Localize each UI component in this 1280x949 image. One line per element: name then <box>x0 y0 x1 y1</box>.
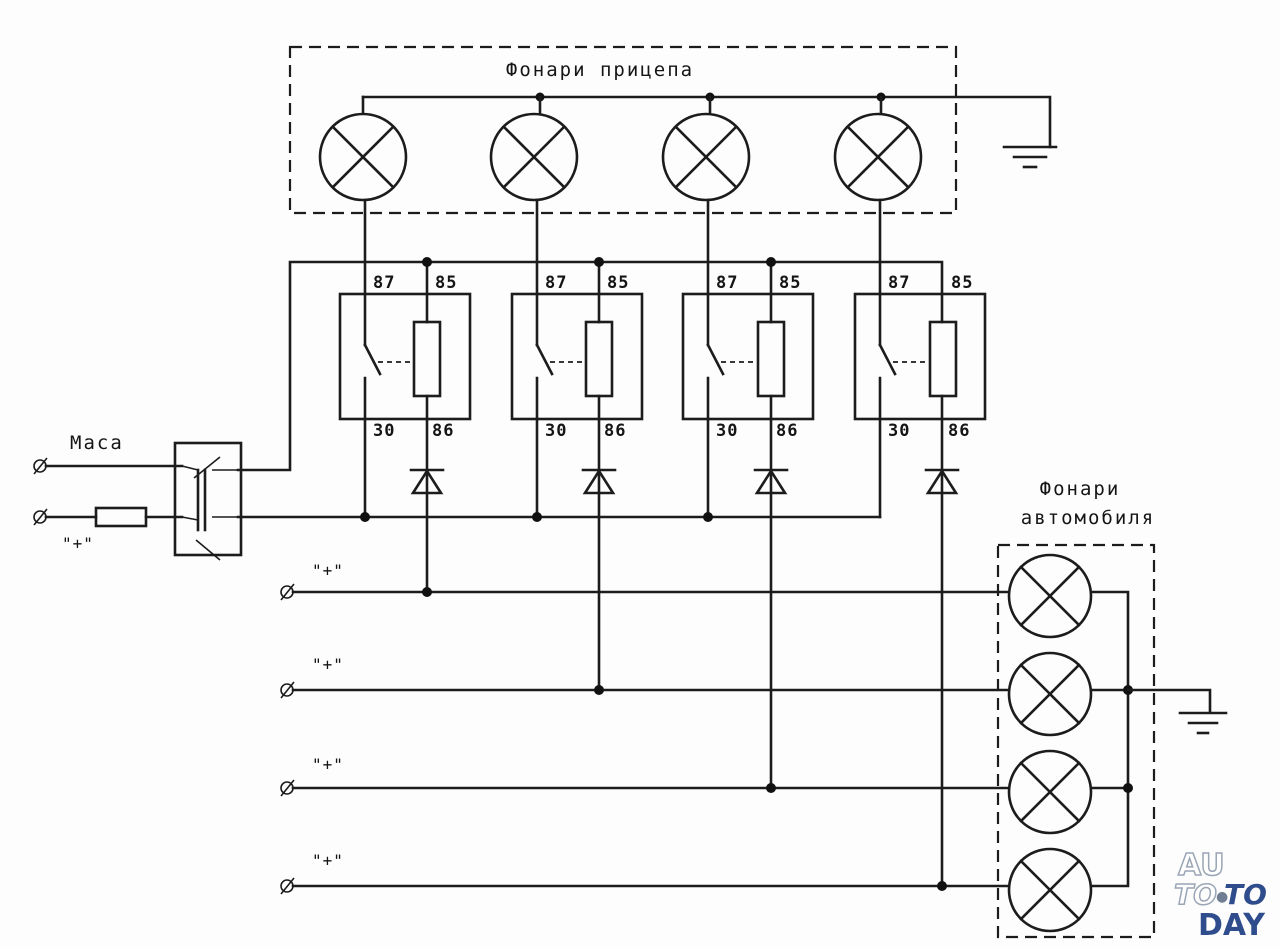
relay-1: 87 85 30 86 <box>338 273 472 594</box>
relay-4-pin-30: 30 <box>888 421 910 441</box>
input-line-4: "+" <box>280 851 1010 895</box>
trailer-lamp-2 <box>489 95 579 202</box>
trailer-lamp-3 <box>661 95 751 202</box>
trailer-lamp-4 <box>833 95 923 202</box>
car-lamp-2 <box>1007 651 1093 737</box>
autotoday-logo: AU TO ● TO DAY <box>1172 848 1272 943</box>
car-ground-bus <box>1089 590 1130 888</box>
car-lamps-title-2: автомобиля <box>1021 507 1155 529</box>
input-line-3: "+" <box>280 755 1010 797</box>
relay-3: 87 85 30 86 <box>681 273 815 790</box>
diode-1 <box>409 468 445 495</box>
trailer-lamps-title: Фонари прицепа <box>506 59 694 81</box>
relay-1-pin-86: 86 <box>432 421 454 441</box>
relay-2: 87 85 30 86 <box>510 273 644 692</box>
relay-1-pin-87: 87 <box>373 273 395 293</box>
diode-3 <box>753 468 789 495</box>
car-lamps-frame <box>996 543 1156 939</box>
trailer-ground-bus <box>361 95 1052 149</box>
relay-2-pin-87: 87 <box>545 273 567 293</box>
relay-4-pin-86: 86 <box>948 421 970 441</box>
trailer-lamp-1 <box>318 95 408 202</box>
relay-1-pin-85: 85 <box>435 273 457 293</box>
relay-3-pin-30: 30 <box>716 421 738 441</box>
logo-dot-icon: ● <box>1216 889 1229 905</box>
input-line-4-label: "+" <box>312 851 344 870</box>
car-lamp-4 <box>1007 847 1093 933</box>
car-lamp-1 <box>1007 553 1093 639</box>
ground-label: Маса <box>70 432 124 454</box>
relay-4-pin-87: 87 <box>888 273 910 293</box>
relay-2-pin-85: 85 <box>607 273 629 293</box>
relay-4: 87 85 30 86 <box>853 273 987 888</box>
plus-main-label: "+" <box>62 534 94 553</box>
relay-3-pin-87: 87 <box>716 273 738 293</box>
input-line-2: "+" <box>280 655 1010 699</box>
input-line-1-label: "+" <box>312 561 344 580</box>
diode-2 <box>581 468 617 495</box>
coil-ground-bus <box>236 260 944 472</box>
trailer-ground-symbol <box>1002 145 1058 169</box>
relay-4-pin-85: 85 <box>951 273 973 293</box>
relay-2-pin-30: 30 <box>545 421 567 441</box>
input-line-2-label: "+" <box>312 655 344 674</box>
logo-text-to-left: TO <box>1173 878 1217 911</box>
diode-4 <box>924 468 960 495</box>
car-ground-symbol <box>1178 711 1228 735</box>
logo-text-au: AU <box>1177 848 1225 883</box>
car-lamps-title-1: Фонари <box>1040 478 1121 500</box>
trailer-lamps-frame <box>288 45 958 215</box>
relay-1-pin-30: 30 <box>373 421 395 441</box>
logo-text-to-right: TO <box>1224 878 1267 911</box>
car-lamp-3 <box>1007 749 1093 835</box>
fuse <box>94 506 148 528</box>
relay-3-pin-86: 86 <box>776 421 798 441</box>
input-line-3-label: "+" <box>312 755 344 774</box>
relay-2-pin-86: 86 <box>604 421 626 441</box>
input-line-1: "+" <box>280 561 1010 601</box>
connector-block <box>173 441 243 561</box>
logo-text-day: DAY <box>1198 908 1265 943</box>
relay-3-pin-85: 85 <box>779 273 801 293</box>
